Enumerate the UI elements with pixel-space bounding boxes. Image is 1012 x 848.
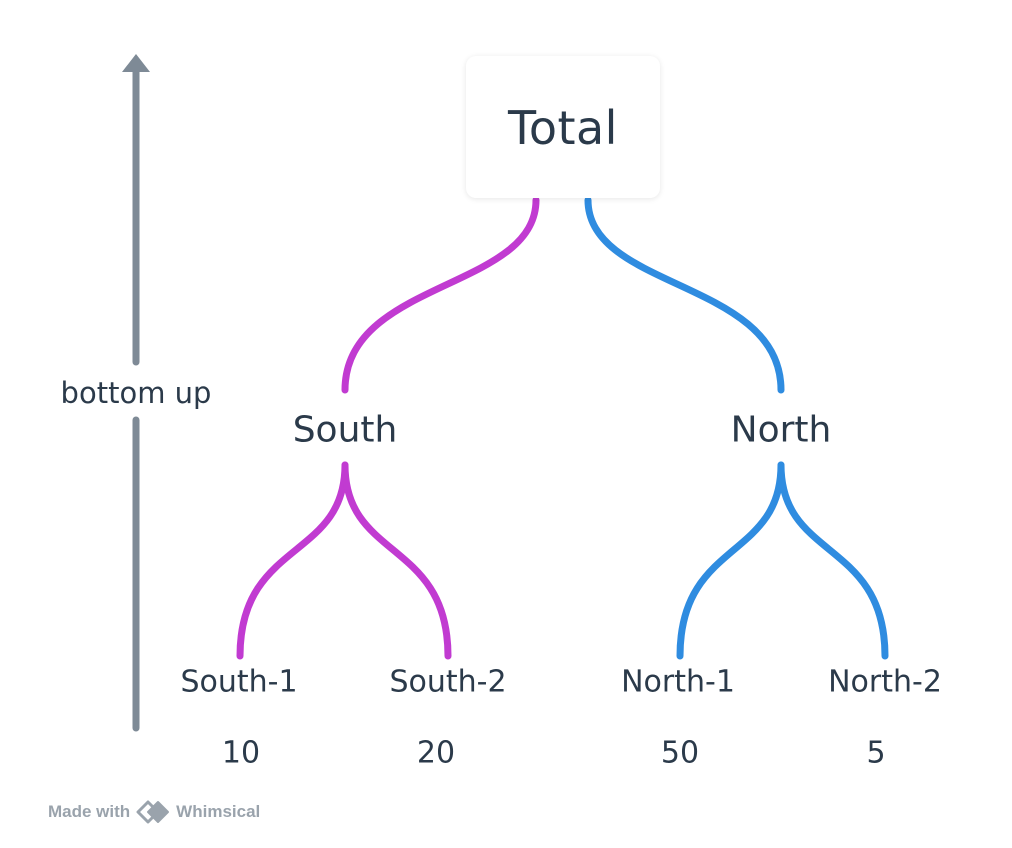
branch-south-label[interactable]: South bbox=[292, 409, 398, 451]
brand-name: Whimsical bbox=[176, 802, 261, 821]
connector-total-north bbox=[584, 196, 785, 394]
leaf-north-2-label[interactable]: North-2 bbox=[828, 664, 942, 700]
leaf-north-1-value: 50 bbox=[660, 735, 700, 771]
root-node-card[interactable] bbox=[466, 56, 660, 198]
connector-total-south bbox=[341, 196, 540, 394]
connector-north-north-2 bbox=[777, 461, 889, 660]
connector-south-south-2 bbox=[341, 461, 452, 660]
axis-arrowhead bbox=[122, 54, 150, 72]
axis-label: bottom up bbox=[54, 372, 218, 414]
leaf-south-2-value: 20 bbox=[416, 735, 456, 771]
root-node-label: Total bbox=[508, 101, 618, 155]
leaf-south-1-value: 10 bbox=[221, 735, 261, 771]
leaf-north-1-label[interactable]: North-1 bbox=[621, 664, 735, 700]
connector-north-north-1 bbox=[676, 461, 785, 660]
connector-south-south-1 bbox=[236, 461, 349, 660]
made-with-branding[interactable]: Made with Whimsical bbox=[48, 800, 260, 824]
branch-north-label[interactable]: North bbox=[730, 409, 832, 451]
whimsical-logo-icon bbox=[136, 800, 170, 824]
leaf-north-2-value: 5 bbox=[866, 735, 886, 771]
leaf-south-1-label[interactable]: South-1 bbox=[180, 664, 298, 700]
made-with-text: Made with bbox=[48, 802, 131, 821]
leaf-south-2-label[interactable]: South-2 bbox=[389, 664, 507, 700]
